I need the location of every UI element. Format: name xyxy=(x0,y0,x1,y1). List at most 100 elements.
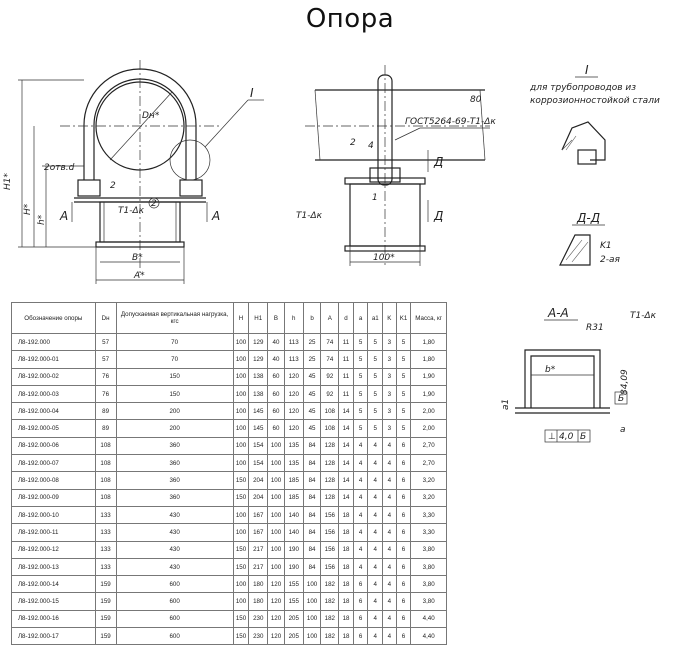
table-cell: 89 xyxy=(94,419,117,438)
table-cell: 182 xyxy=(320,627,340,645)
table-cell: 6 xyxy=(395,488,412,507)
table-cell: 2,70 xyxy=(410,436,447,456)
table-cell: 4 xyxy=(382,454,397,473)
table-cell: 1,90 xyxy=(410,367,447,386)
table-cell: 129 xyxy=(248,332,269,352)
table-cell: 217 xyxy=(248,557,269,577)
table-cell: 4 xyxy=(367,540,384,559)
table-cell: 150 xyxy=(115,367,234,386)
table-cell: 5 xyxy=(367,384,384,404)
table-cell: 100 xyxy=(267,488,285,507)
table-cell: 4 xyxy=(352,436,369,456)
table-cell: 4 xyxy=(382,523,397,542)
table-cell: 100 xyxy=(267,540,285,559)
table-cell: 120 xyxy=(283,367,304,386)
table-cell: 84 xyxy=(302,454,322,473)
table-cell: 5 xyxy=(367,332,384,352)
table-cell: 3,20 xyxy=(410,488,447,507)
table-cell: 5 xyxy=(395,402,412,421)
table-cell: Л8-192.000-08 xyxy=(11,471,96,490)
table-cell: 430 xyxy=(115,523,234,542)
table-cell: 4 xyxy=(352,488,369,507)
table-cell: 108 xyxy=(94,454,117,473)
table-cell: 145 xyxy=(248,419,269,438)
table-cell: 2,00 xyxy=(410,402,447,421)
tol-symbol: ⊥ xyxy=(548,432,556,442)
table-cell: 4 xyxy=(382,540,397,559)
side-section-top: Д xyxy=(433,155,443,169)
table-cell: 360 xyxy=(115,454,234,473)
table-cell: 74 xyxy=(320,332,340,352)
table-cell: 25 xyxy=(302,350,322,369)
table-cell: 18 xyxy=(338,557,354,577)
table-cell: 3 xyxy=(382,402,397,421)
table-cell: 5 xyxy=(367,350,384,369)
table-cell: 150 xyxy=(115,384,234,404)
dim-b-label: B* xyxy=(132,253,143,263)
table-cell: 14 xyxy=(338,488,354,507)
table-cell: 100 xyxy=(267,557,285,577)
section-AA-dim: 84,09 xyxy=(620,369,630,395)
table-cell: 360 xyxy=(115,436,234,456)
table-cell: 120 xyxy=(283,402,304,421)
table-cell: 18 xyxy=(338,540,354,559)
detail-I-bracket xyxy=(561,121,606,161)
table-header-cell: Обозначение опоры xyxy=(11,302,96,334)
table-cell: Л8-192.000-01 xyxy=(11,350,96,369)
section-AA-box: Б xyxy=(618,394,624,404)
table-cell: 5 xyxy=(395,419,412,438)
table-cell: 4 xyxy=(352,523,369,542)
table-cell: 3,80 xyxy=(410,592,447,611)
table-cell: 113 xyxy=(283,332,304,352)
table-cell: 5 xyxy=(352,350,369,369)
table-cell: 156 xyxy=(320,557,340,577)
table-cell: 100 xyxy=(232,402,250,421)
table-header-cell: Допускаемая вертикальная нагрузка, кгс xyxy=(115,302,234,334)
page-title: Опора xyxy=(305,4,395,34)
table-cell: 18 xyxy=(338,505,354,525)
table-cell: 6 xyxy=(395,627,412,645)
table-cell: 360 xyxy=(115,488,234,507)
table-cell: 204 xyxy=(248,488,269,507)
table-cell: 84 xyxy=(302,540,322,559)
detail-I-note2: коррозионностойкой стали xyxy=(530,96,660,106)
table-cell: 45 xyxy=(302,419,322,438)
table-cell: 100 xyxy=(267,471,285,490)
table-cell: 100 xyxy=(232,523,250,542)
dn-leader xyxy=(109,91,173,161)
section-AA: А-А T1-Δк R31 b* 84,09 a1 a Б ⊥ 4,0 Б xyxy=(501,306,657,443)
section-AA-title: А-А xyxy=(547,306,569,320)
table-cell: 430 xyxy=(115,505,234,525)
table-cell: 100 xyxy=(232,384,250,404)
table-cell: 4 xyxy=(367,575,384,594)
table-header-cell: B xyxy=(267,302,285,334)
table-cell: 4 xyxy=(352,454,369,473)
table-cell: 108 xyxy=(94,488,117,507)
table-cell: 84 xyxy=(302,436,322,456)
table-header-cell: H xyxy=(232,302,250,334)
detail-I: I для трубопроводов из коррозионностойко… xyxy=(529,63,660,165)
table-cell: Л8-192.000-13 xyxy=(11,557,96,577)
table-cell: 60 xyxy=(267,367,285,386)
table-cell: 11 xyxy=(338,350,354,369)
table-cell: Л8-192.000-12 xyxy=(11,540,96,559)
table-header-cell: b xyxy=(302,302,322,334)
table-cell: 120 xyxy=(267,627,285,645)
dim-100-label: 100* xyxy=(373,253,395,263)
table-cell: 84 xyxy=(302,488,322,507)
table-cell: 45 xyxy=(302,402,322,421)
table-cell: Л8-192.000-10 xyxy=(11,505,96,525)
table-cell: Л8-192.000-03 xyxy=(11,384,96,404)
table-cell: 108 xyxy=(94,471,117,490)
table-cell: 4 xyxy=(352,557,369,577)
tol-base: Б xyxy=(580,432,586,442)
table-cell: 133 xyxy=(94,540,117,559)
table-cell: 14 xyxy=(338,436,354,456)
table-cell: 128 xyxy=(320,488,340,507)
table-header-cell: a1 xyxy=(367,302,384,334)
table-cell: 4 xyxy=(382,627,397,645)
